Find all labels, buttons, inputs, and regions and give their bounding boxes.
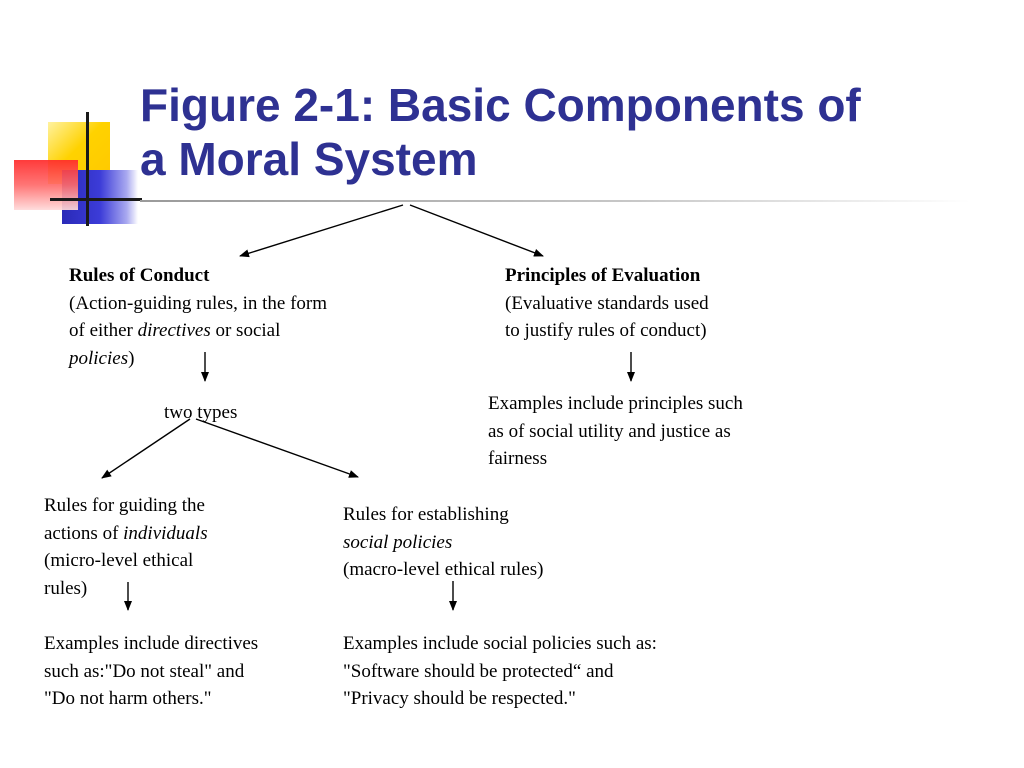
- principles-line-2: to justify rules of conduct): [505, 320, 707, 341]
- rules-of-conduct-heading: Rules of Conduct: [69, 265, 210, 286]
- node-individual-examples: Examples include directives such as:"Do …: [44, 630, 258, 713]
- social-rules-line-1: Rules for establishing: [343, 504, 509, 525]
- social-rules-line-2: social policies: [343, 529, 543, 557]
- individual-examples-line-1: Examples include directives: [44, 633, 259, 654]
- principles-line-1: (Evaluative standards used: [505, 292, 709, 314]
- logo-horizontal-line: [50, 198, 142, 201]
- node-individual-rules: Rules for guiding the actions of individ…: [44, 492, 208, 602]
- rules-of-conduct-directives: directives: [137, 320, 211, 341]
- individual-rules-individuals: individuals: [123, 522, 208, 544]
- principles-heading: Principles of Evaluation: [505, 265, 701, 286]
- node-rules-of-conduct: Rules of Conduct (Action-guiding rules, …: [69, 262, 327, 372]
- rules-of-conduct-policies: policies: [69, 347, 129, 369]
- title-line-1: Figure 2-1: Basic Components of: [140, 79, 861, 131]
- rules-of-conduct-line-2-post: or social: [210, 320, 281, 341]
- individual-rules-line-2-pre: actions of: [44, 522, 124, 544]
- node-principles-examples: Examples include principles such as of s…: [488, 390, 743, 473]
- individual-rules-line-1: Rules for guiding the: [44, 495, 205, 516]
- rules-of-conduct-line-2: of either directives or social: [69, 317, 327, 345]
- arrow-two-types-to-individual: [101, 418, 191, 479]
- two-types-label: two types: [164, 402, 238, 423]
- rules-of-conduct-line-1: (Action-guiding rules, in the form: [69, 292, 328, 314]
- individual-rules-line-2: actions of individuals: [44, 520, 208, 548]
- logo-vertical-line: [86, 112, 89, 226]
- social-examples-line-3: "Privacy should be respected.": [343, 688, 576, 709]
- node-principles-of-evaluation: Principles of Evaluation (Evaluative sta…: [505, 262, 709, 345]
- social-rules-social-policies: social policies: [343, 531, 453, 553]
- social-examples-line-1: Examples include social policies such as…: [343, 633, 657, 654]
- individual-examples-line-2: such as:"Do not steal" and: [44, 660, 245, 682]
- title-underline: [140, 200, 970, 202]
- node-social-rules: Rules for establishing social policies (…: [343, 501, 543, 584]
- individual-rules-line-4: rules): [44, 577, 88, 599]
- individual-rules-line-3: (micro-level ethical: [44, 550, 194, 571]
- node-two-types: two types: [164, 399, 237, 427]
- title-line-2: a Moral System: [140, 133, 478, 185]
- individual-examples-line-3: "Do not harm others.": [44, 688, 212, 709]
- node-social-examples: Examples include social policies such as…: [343, 630, 657, 713]
- principles-examples-line-2: as of social utility and justice as: [488, 420, 731, 442]
- logo-red-block: [14, 160, 78, 210]
- social-examples-line-2: "Software should be protected“ and: [343, 660, 614, 682]
- rules-of-conduct-line-2-pre: of either: [69, 320, 138, 341]
- rules-of-conduct-line-3: policies): [69, 345, 327, 373]
- arrow-root-to-principles: [409, 204, 544, 257]
- principles-examples-line-1: Examples include principles such: [488, 393, 743, 414]
- arrow-root-to-rules-of-conduct: [239, 204, 404, 258]
- page-title: Figure 2-1: Basic Components of a Moral …: [140, 78, 1000, 186]
- rules-of-conduct-line-3-post: ): [128, 347, 135, 369]
- arrow-two-types-to-social: [195, 418, 359, 478]
- social-rules-line-3: (macro-level ethical rules): [343, 559, 544, 580]
- principles-examples-line-3: fairness: [488, 448, 548, 469]
